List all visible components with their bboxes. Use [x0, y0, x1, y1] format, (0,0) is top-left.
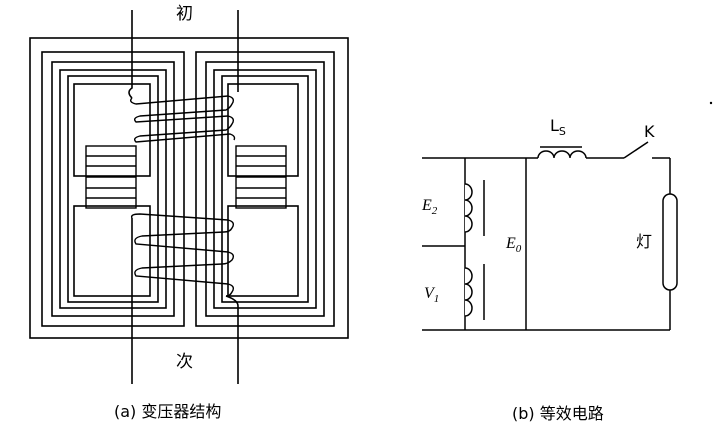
ls-main: L: [550, 116, 559, 135]
caption-a: (a) 变压器结构: [114, 402, 222, 421]
stray-dot: [709, 101, 713, 105]
secondary-winding: [130, 213, 235, 297]
secondary-leads: [131, 218, 239, 384]
equivalent-circuit: [422, 141, 678, 331]
primary-winding: [129, 95, 236, 143]
primary-leads: [128, 10, 239, 99]
v1-coil: [464, 264, 485, 320]
v1-label: V1: [424, 286, 439, 305]
e2-sub: 2: [431, 205, 438, 218]
v1-sub: 1: [433, 293, 440, 306]
left-lamination-stack: [85, 145, 137, 209]
e0-label: E0: [506, 236, 521, 255]
switch-k: [623, 141, 649, 159]
ls-inductor: [537, 146, 587, 159]
caption-b: (b) 等效电路: [512, 404, 604, 423]
e0-main: E: [506, 235, 516, 252]
v1-main: V: [424, 285, 434, 302]
right-lamination-stack: [235, 145, 287, 209]
ls-sub: S: [558, 125, 566, 139]
lamp: [662, 193, 678, 291]
lamp-label: 灯: [636, 232, 653, 251]
secondary-label: 次: [176, 352, 193, 372]
e0-sub: 0: [515, 243, 522, 256]
e2-label: E2: [422, 198, 437, 217]
ls-label: LS: [550, 116, 566, 139]
transformer-core: [29, 37, 349, 339]
e2-main: E: [422, 197, 432, 214]
primary-label: 初: [176, 4, 193, 24]
e2-coil: [464, 180, 485, 236]
switch-label: K: [644, 122, 655, 141]
